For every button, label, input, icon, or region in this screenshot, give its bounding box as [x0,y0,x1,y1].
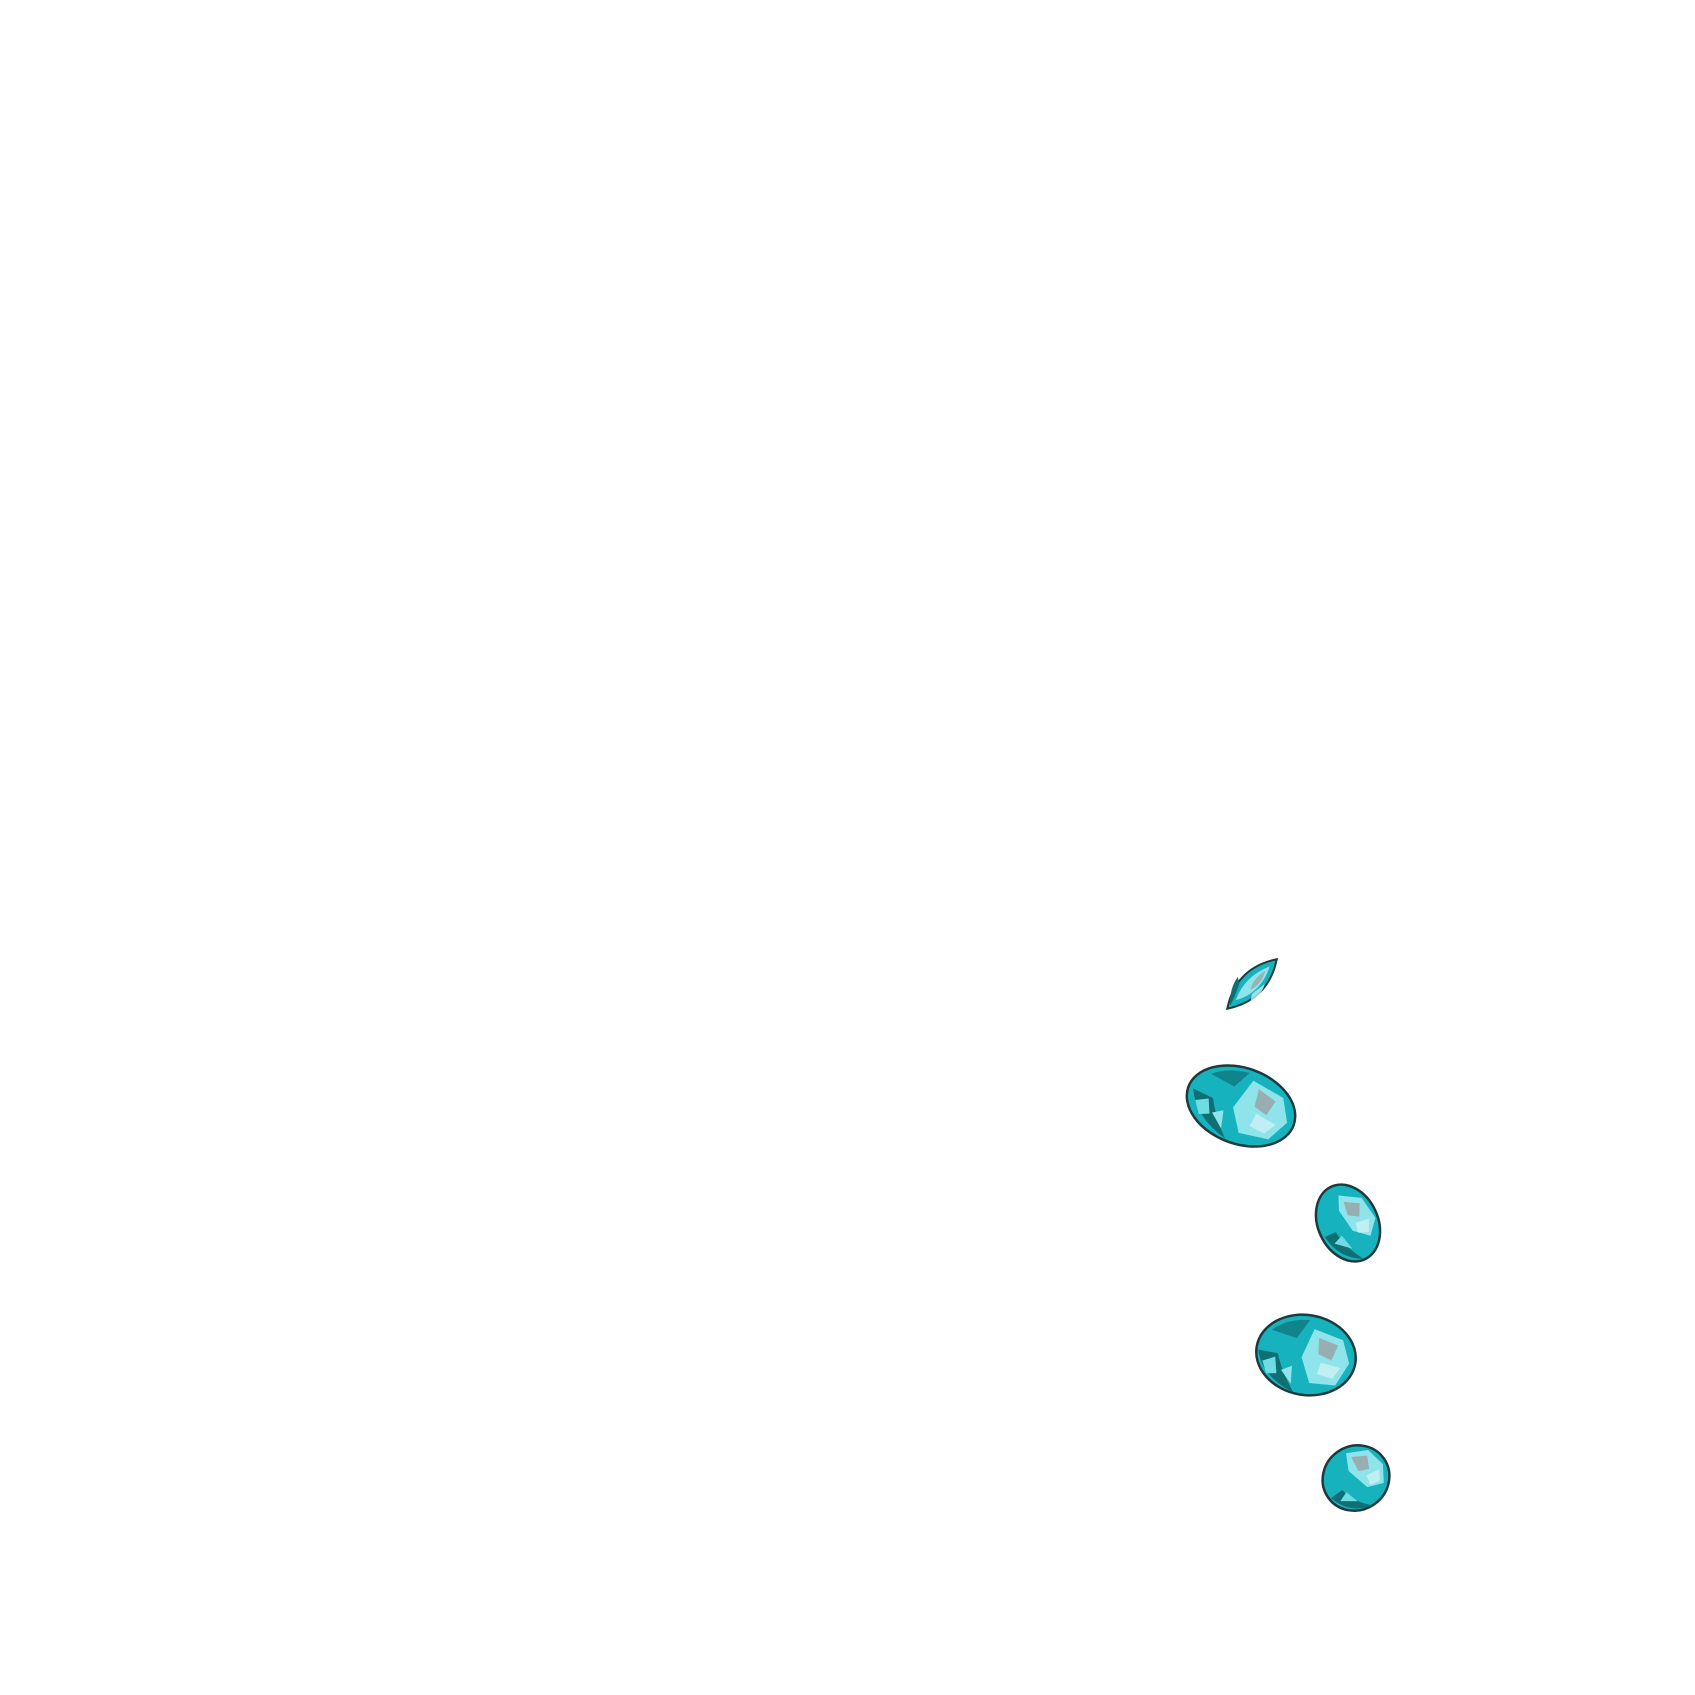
marquise-gem [1213,945,1291,1023]
gem-icon [1321,1444,1391,1512]
oval-gem-medium [1252,1310,1360,1400]
oval-gem-large [1182,1062,1300,1150]
oval-gem-small [1313,1180,1383,1267]
gem-icon [1185,1064,1297,1148]
gem-icon [1255,1313,1357,1397]
gem-icon [1314,1183,1382,1263]
gem-icon [1225,957,1279,1011]
oval-gem-bottom [1318,1438,1395,1518]
